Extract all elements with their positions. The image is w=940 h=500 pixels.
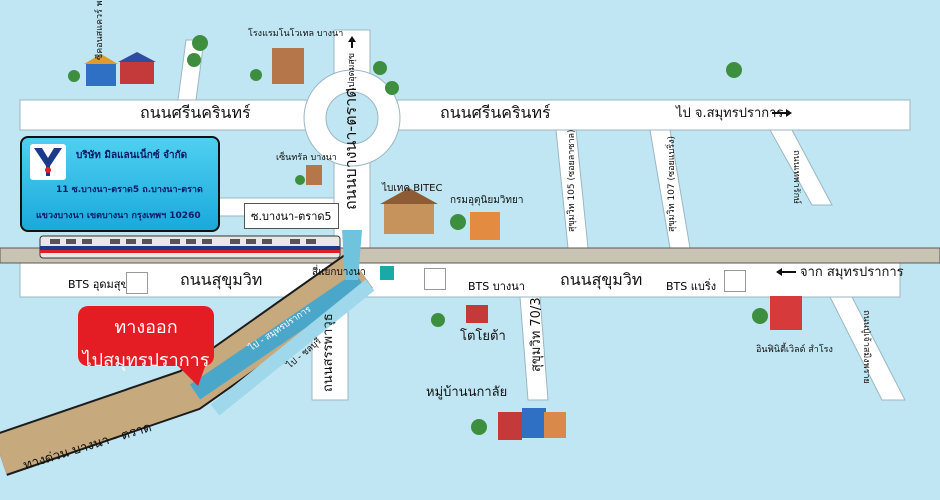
company-name: บริษัท มิลแลนเน็กซ์ จำกัด <box>76 150 188 161</box>
company-logo-icon <box>30 144 66 180</box>
poi-toyota-label: โตโยต้า <box>460 329 506 344</box>
poi-novotel-label: โรงแรมโนโวเทล บางนา <box>248 29 344 39</box>
road-sukhumvit-right-label: ถนนสุขุมวิท <box>560 270 643 289</box>
poochao-road <box>829 296 906 401</box>
arrow-left-icon <box>776 268 796 276</box>
tree-icon <box>68 35 768 435</box>
to-samutprakan-label: ไป จ.สมุทรปราการ <box>676 106 784 121</box>
bts-bangna-label: BTS บางนา <box>468 280 525 293</box>
exit-callout: ทางออก ไปสมุทรปราการ <box>78 306 214 371</box>
road-srinakarin-right-label: ถนนศรีนครินทร์ <box>440 103 551 122</box>
company-info-box: บริษัท มิลแลนเน็กซ์ จำกัด 11 ซ.บางนา-ตรา… <box>20 136 220 232</box>
junction-label: สี่แยกบางนา <box>312 267 366 278</box>
bts-logo-icon <box>724 270 746 292</box>
soi-105-label: สุขุมวิท 105 (ซอยลาซาล) <box>567 129 577 232</box>
theparak-road <box>769 129 833 206</box>
exit-line1: ทางออก <box>114 317 178 338</box>
srinakarin-road <box>19 99 911 131</box>
sukhumvit-road <box>19 262 901 298</box>
poi-dept-industry-label: กรมอุตุนิยมวิทยา <box>450 195 524 206</box>
ramp-samutprakan <box>189 272 366 400</box>
from-samutprakan-label: จาก สมุทรปราการ <box>800 265 904 280</box>
soi-70-3-road <box>519 296 549 401</box>
soi-bangna-trat5-label: ซ.บางนา-ตราด5 <box>244 203 339 229</box>
road-poochao-label: ถนนปู่เจ้าสมิงพราย <box>861 310 871 384</box>
soi-70-3-label: สุขุมวิท 70/3 <box>529 297 544 372</box>
road-theparak-label: ถนนเทพารักษ์ <box>791 150 801 204</box>
bts-bearing-label: BTS แบริ่ง <box>666 280 717 293</box>
company-address-line1: 11 ซ.บางนา-ตราด5 ถ.บางนา-ตราด <box>56 185 203 195</box>
poi-carrefour-label: ซีคอนสแควร์ พาราไดซ์ พาร์ค <box>95 0 105 60</box>
building-icon <box>84 48 802 440</box>
poi-village-label: หมู่บ้านนกาลัย <box>426 385 508 400</box>
exit-line2: ไปสมุทรปราการ <box>82 350 210 371</box>
soi-udomsuk-label: ไปอุดมสุข <box>347 52 357 92</box>
arrow-right-icon <box>772 109 792 117</box>
soi-107-label: สุขุมวิท 107 (ซอยแบริ่ง) <box>667 135 677 232</box>
bts-logo-icon <box>126 272 148 294</box>
arrow-up-icon <box>348 36 356 48</box>
road-sanphawut-label: ถนนสรรพาวุธ <box>321 313 336 392</box>
bts-logo-icon <box>424 268 446 290</box>
poi-hospital-label: อินฟินิตี้เวิลด์ สำโรง <box>756 345 833 355</box>
ramp-connector <box>342 230 362 280</box>
road-srinakarin-left-label: ถนนศรีนครินทร์ <box>140 103 251 122</box>
bts-udomsuk-label: BTS อุดมสุข <box>68 278 128 291</box>
poi-central-bangna-label: เซ็นทรัล บางนา <box>276 153 337 163</box>
poi-bitec-label: ไบเทค BITEC <box>382 183 443 194</box>
road-sukhumvit-left-label: ถนนสุขุมวิท <box>180 270 263 289</box>
roundabout-island <box>325 91 379 145</box>
road-bangna-trat-label: ถนนบางนา-ตราด <box>341 87 360 210</box>
ramp-chonburi <box>210 279 375 416</box>
junction-marker <box>380 266 394 280</box>
train-icon <box>39 235 341 259</box>
company-address-line2: แขวงบางนา เขตบางนา กรุงเทพฯ 10260 <box>36 211 201 221</box>
